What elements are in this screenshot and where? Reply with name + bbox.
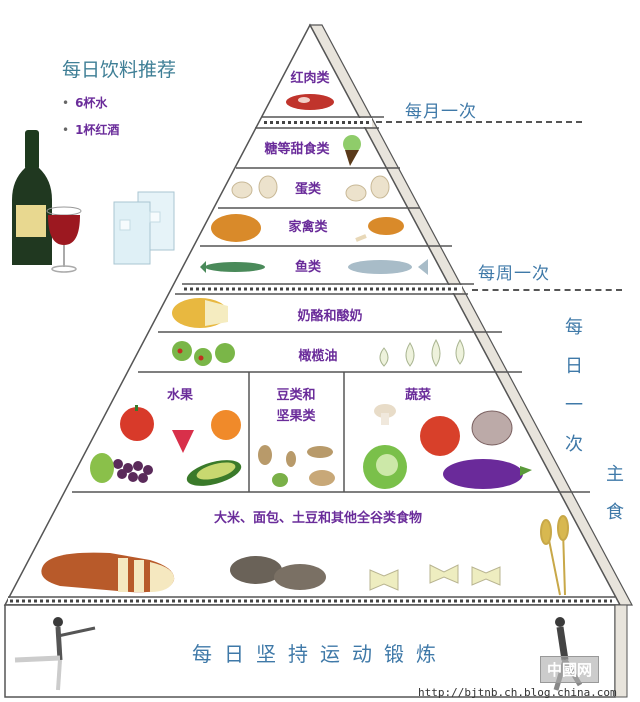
olive-oil-drops-icon <box>379 338 465 367</box>
onion-icon <box>471 410 513 446</box>
frequency-weekly: 每周一次 <box>478 264 550 284</box>
tier-label-fruit: 水果 <box>166 388 194 403</box>
weekly-divider <box>472 289 622 291</box>
tier-label-grains: 大米、面包、土豆和其他全谷类食物 <box>213 511 423 526</box>
fish-icon <box>348 259 428 275</box>
frequency-daily-4: 次 <box>565 434 583 455</box>
frequency-staple-1: 主 <box>606 464 624 485</box>
frequency-daily-1: 每 <box>565 317 583 338</box>
apricot-icon <box>211 410 241 440</box>
ice-cream-icon <box>343 135 361 166</box>
drink-item-wine: •1杯红酒 <box>62 123 120 137</box>
steak-icon <box>286 94 334 110</box>
pasta-icon <box>369 564 501 591</box>
frequency-staple-2: 食 <box>606 502 624 523</box>
wine-bottle-icon <box>12 130 52 265</box>
tier-label-poultry: 家禽类 <box>288 220 328 235</box>
avocado-icon <box>186 460 242 486</box>
grape-leaf-icon <box>90 453 114 483</box>
tier-label-nuts: 坚果类 <box>276 409 316 424</box>
wheat-icon <box>540 515 569 596</box>
fish-icon <box>200 261 265 273</box>
apple-icon <box>120 405 154 441</box>
chicken-leg-icon <box>355 217 404 242</box>
cabbage-icon <box>363 445 407 489</box>
eggs-icon <box>231 175 390 202</box>
wine-glass-icon <box>46 206 82 273</box>
watermark-logo: 中國网 <box>540 656 600 683</box>
frequency-monthly: 每月一次 <box>405 102 477 122</box>
potatoes-icon <box>230 556 326 590</box>
tier-label-vegetables: 蔬菜 <box>404 388 432 403</box>
monthly-divider <box>376 121 582 123</box>
water-glasses-icon <box>113 191 175 265</box>
tier-label-sweets: 糖等甜食类 <box>264 142 330 157</box>
olives-icon <box>172 341 235 366</box>
mushroom-icon <box>374 404 396 425</box>
tier-label-eggs: 蛋类 <box>294 182 322 197</box>
roast-chicken-icon <box>211 214 261 242</box>
drinks-panel: 每日饮料推荐 •6杯水 •1杯红酒 <box>62 55 176 138</box>
tier-label-red-meat: 红肉类 <box>290 71 330 86</box>
beans-icon <box>258 445 335 487</box>
drinks-title: 每日饮料推荐 <box>62 59 177 81</box>
bread-icon <box>41 552 175 593</box>
frequency-daily-2: 日 <box>565 356 583 377</box>
exercise-label: 每日坚持运动锻炼 <box>192 642 448 666</box>
grapes-icon <box>113 459 153 483</box>
watermark-url: http://bjtnb.ch.blog.china.com <box>418 686 617 699</box>
tier-label-fish: 鱼类 <box>294 260 322 275</box>
strawberry-icon <box>172 430 194 453</box>
yoga-person-icon <box>14 617 96 691</box>
tier-label-olive-oil: 橄榄油 <box>298 349 338 364</box>
tier-label-dairy: 奶酪和酸奶 <box>297 309 363 324</box>
tier-label-legumes: 豆类和 <box>276 388 316 403</box>
frequency-daily-3: 一 <box>565 395 583 416</box>
tomato-icon <box>420 416 460 456</box>
eggplant-icon <box>443 459 532 489</box>
cheese-icon <box>172 298 228 328</box>
drink-item-water: •6杯水 <box>62 96 108 110</box>
